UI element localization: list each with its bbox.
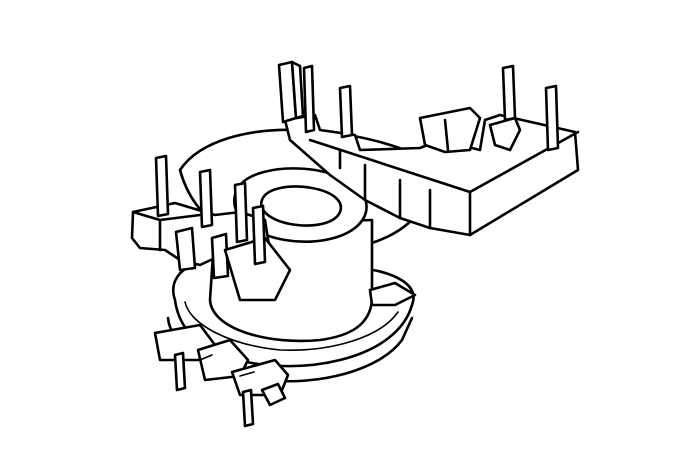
right-block-pins <box>302 64 560 152</box>
bottom-terminals <box>153 281 417 407</box>
left-pin-block <box>130 201 292 302</box>
left-block-pins <box>154 154 267 266</box>
bottom-pins <box>173 351 255 428</box>
right-pin-block <box>283 106 580 237</box>
right-block-posts <box>277 60 305 124</box>
